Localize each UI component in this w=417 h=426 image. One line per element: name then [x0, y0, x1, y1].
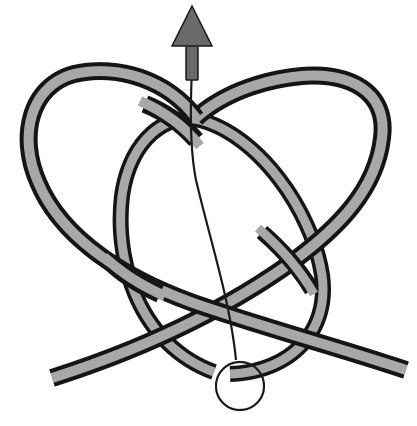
- up-arrow-icon: [172, 6, 212, 80]
- main-rope-strand: [29, 71, 406, 378]
